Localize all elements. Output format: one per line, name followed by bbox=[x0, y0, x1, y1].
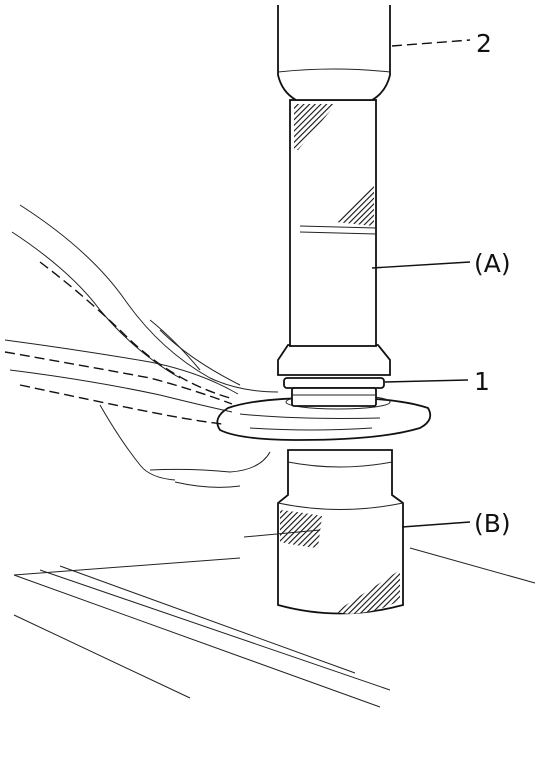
knurl-middle bbox=[336, 186, 374, 226]
callout-a: (A) bbox=[474, 249, 511, 278]
leader-lines bbox=[371, 39, 471, 528]
knurl-lower bbox=[335, 570, 400, 614]
hand bbox=[4, 204, 279, 481]
leader-2 bbox=[391, 39, 471, 47]
callout-2: 2 bbox=[476, 29, 492, 58]
leader-b bbox=[401, 521, 471, 528]
installer-tool-a bbox=[277, 99, 391, 376]
handle-part-2 bbox=[277, 5, 391, 101]
knurl-top bbox=[294, 104, 336, 150]
knurl-upper bbox=[280, 510, 322, 548]
workbench-surface bbox=[13, 547, 536, 708]
leader-a bbox=[371, 261, 471, 269]
support-tool-b bbox=[243, 449, 404, 615]
seal-ring-part-1 bbox=[283, 377, 385, 407]
callout-b: (B) bbox=[474, 509, 511, 538]
leader-1 bbox=[384, 379, 469, 383]
callout-1: 1 bbox=[474, 367, 490, 396]
